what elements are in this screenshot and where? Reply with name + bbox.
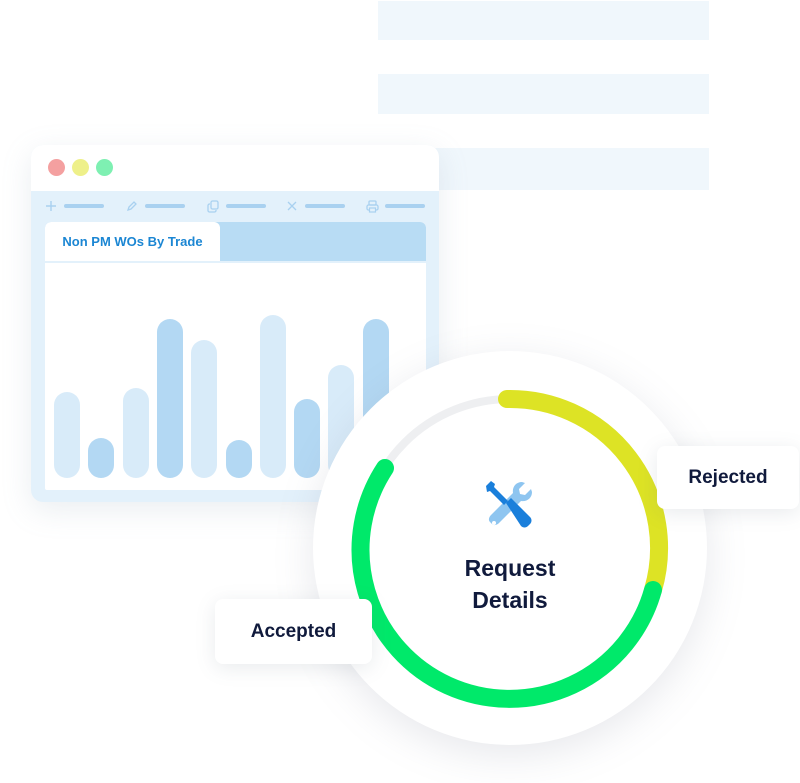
background-bar-2 [378, 74, 709, 114]
chart-bar [294, 399, 321, 478]
close-window-button[interactable] [48, 159, 65, 176]
chart-bar [191, 340, 218, 478]
copy-button[interactable] [206, 199, 266, 213]
chart-bar [156, 319, 183, 478]
print-label-placeholder [385, 204, 425, 208]
tools-icon [486, 481, 532, 528]
request-details-title: Request Details [410, 552, 610, 616]
pencil-icon [125, 199, 139, 213]
background-bar-1 [378, 1, 709, 40]
copy-icon [206, 199, 220, 213]
plus-icon [44, 199, 58, 213]
toolbar [31, 191, 439, 221]
title-line-2: Details [472, 587, 548, 613]
chart-bar [54, 392, 80, 478]
delete-label-placeholder [305, 204, 345, 208]
add-button[interactable] [44, 199, 104, 213]
close-icon [285, 199, 299, 213]
chart-bar [88, 438, 115, 478]
rejected-callout[interactable]: Rejected [657, 446, 799, 509]
chart-bar [259, 315, 286, 478]
window-titlebar [31, 145, 439, 191]
add-label-placeholder [64, 204, 104, 208]
rejected-arc[interactable] [498, 389, 669, 599]
title-line-1: Request [464, 555, 556, 581]
accepted-arc[interactable] [351, 459, 662, 708]
print-button[interactable] [365, 199, 425, 213]
chart-bar [225, 440, 252, 478]
copy-label-placeholder [226, 204, 266, 208]
tab-strip: Non PM WOs By Trade [45, 222, 426, 261]
edit-button[interactable] [125, 199, 185, 213]
delete-button[interactable] [285, 199, 345, 213]
minimize-window-button[interactable] [72, 159, 89, 176]
tab-non-pm-wos-by-trade[interactable]: Non PM WOs By Trade [45, 222, 220, 261]
edit-label-placeholder [145, 204, 185, 208]
chart-bar [122, 388, 149, 478]
request-details-card [313, 351, 707, 745]
print-icon [365, 199, 379, 213]
accepted-callout[interactable]: Accepted [215, 599, 372, 664]
maximize-window-button[interactable] [96, 159, 113, 176]
